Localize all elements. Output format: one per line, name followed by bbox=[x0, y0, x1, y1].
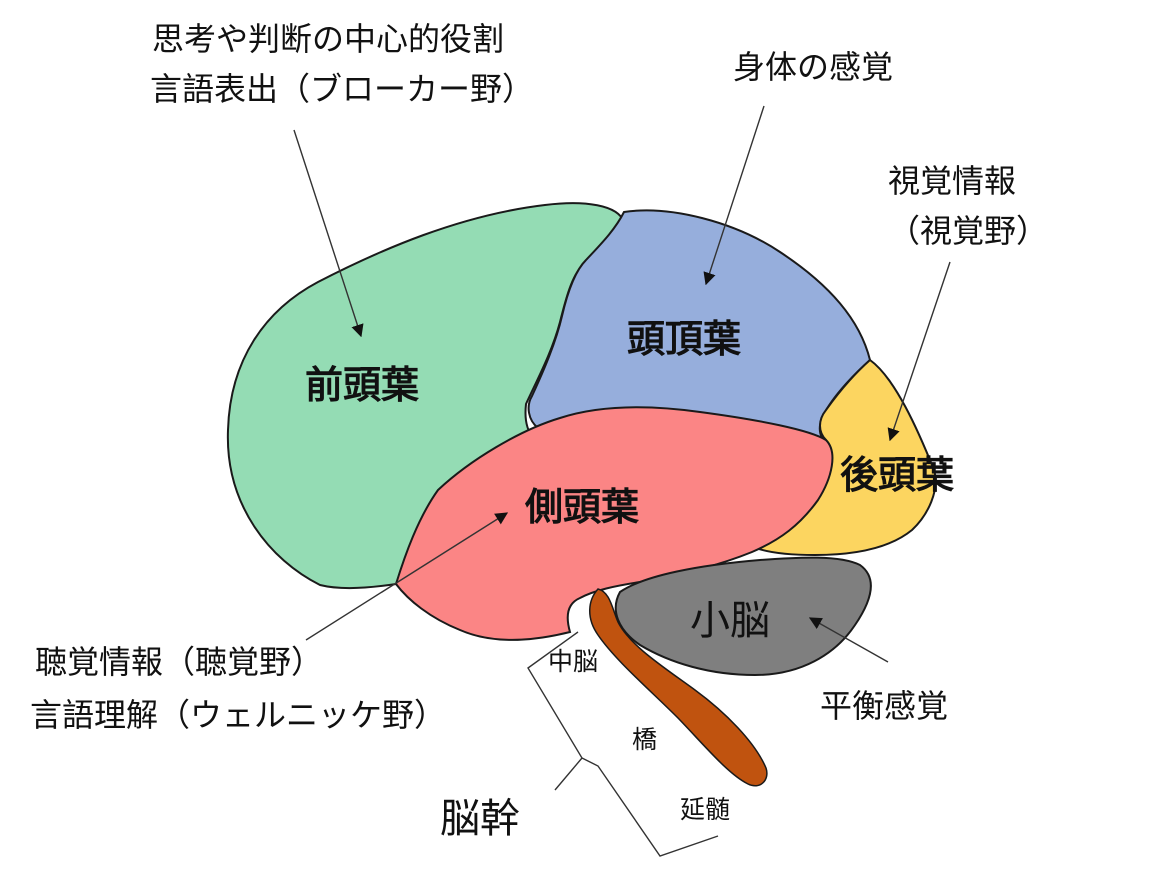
parietal-pointer-line bbox=[703, 105, 765, 286]
occipital-pointer-line bbox=[887, 261, 951, 442]
brainstem-region bbox=[589, 588, 768, 787]
midbrain-label: 中脳 bbox=[548, 647, 598, 676]
parietal-lobe-label: 頭頂葉 bbox=[627, 317, 742, 361]
cerebellum-function-label: 平衡感覚 bbox=[820, 687, 948, 725]
frontal-lobe-label: 前頭葉 bbox=[305, 363, 420, 407]
broca-area-label: 言語表出（ブローカー野） bbox=[150, 70, 534, 108]
parietal-function-label: 身体の感覚 bbox=[733, 48, 893, 86]
cerebellum-pointer-line bbox=[808, 617, 889, 663]
medulla-label: 延髄 bbox=[680, 795, 730, 824]
pons-label: 橋 bbox=[632, 725, 657, 754]
frontal-pointer-line bbox=[293, 129, 364, 338]
wernicke-area-label: 言語理解（ウェルニッケ野） bbox=[30, 696, 446, 734]
occipital-lobe-region bbox=[753, 358, 937, 557]
temporal-lobe-region bbox=[394, 406, 834, 641]
cerebellum-region bbox=[614, 556, 872, 677]
temporal-lobe-label: 側頭葉 bbox=[524, 485, 640, 529]
brainstem-brace bbox=[527, 631, 719, 857]
occipital-lobe-label: 後頭葉 bbox=[840, 453, 955, 497]
occipital-function-label: 視覚情報 bbox=[888, 162, 1016, 200]
frontal-function-label: 思考や判断の中心的役割 bbox=[152, 20, 504, 58]
brainstem-label: 脳幹 bbox=[440, 796, 520, 842]
cerebellum-label: 小脳 bbox=[690, 598, 770, 644]
temporal-pointer-line bbox=[305, 512, 509, 641]
visual-area-label: （視覚野） bbox=[888, 212, 1048, 250]
temporal-function-label: 聴覚情報（聴覚野） bbox=[35, 643, 323, 681]
